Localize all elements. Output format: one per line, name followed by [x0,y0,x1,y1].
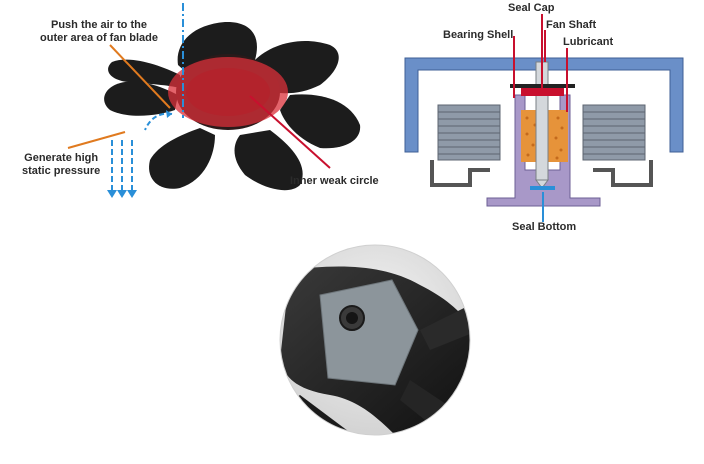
shaft-tip [535,179,549,189]
label-push-air-line1: Push the air to the [51,19,147,31]
closeup-border [279,244,471,436]
fan-blade [108,59,180,88]
leader-line-inner [249,95,331,169]
seal-cap [521,88,564,96]
fan-blade [280,94,361,149]
frame-ribs [420,300,470,350]
label-inner-weak-circle: Inner weak circle [290,175,379,187]
label-seal-bottom: Seal Bottom [512,221,577,233]
label-static-pressure: Generate high static pressure [22,152,100,178]
label-bearing-shell: Bearing Shell [443,29,514,41]
inner-weak-circle-core [186,68,270,116]
leader-line-pressure [67,131,126,149]
fan-blade [149,128,215,189]
seal-bottom [530,186,555,190]
arrowheads [107,190,137,198]
fan-blade [234,130,303,191]
label-static-pressure-line2: static pressure [22,165,101,177]
bearing-frame [486,94,601,207]
airflow-curve-head [166,110,172,118]
stator-right [582,104,646,161]
grey-pad [319,279,419,386]
closeup-circle [280,245,470,435]
stator-left [437,104,501,161]
label-seal-cap: Seal Cap [508,2,555,14]
label-lubricant: Lubricant [563,36,614,48]
bracket-right [593,160,653,187]
label-fan-shaft: Fan Shaft [546,19,597,31]
bearing-housing [404,57,684,153]
label-push-air-line2: outer area of fan blade [40,32,158,44]
bracket-left [430,160,490,187]
fan-blade [104,81,178,116]
downward-airflow-arrows [111,140,133,192]
leader-line-push [109,44,171,109]
label-static-pressure-line1: Generate high [24,152,99,164]
label-push-air: Push the air to the outer area of fan bl… [40,19,158,45]
